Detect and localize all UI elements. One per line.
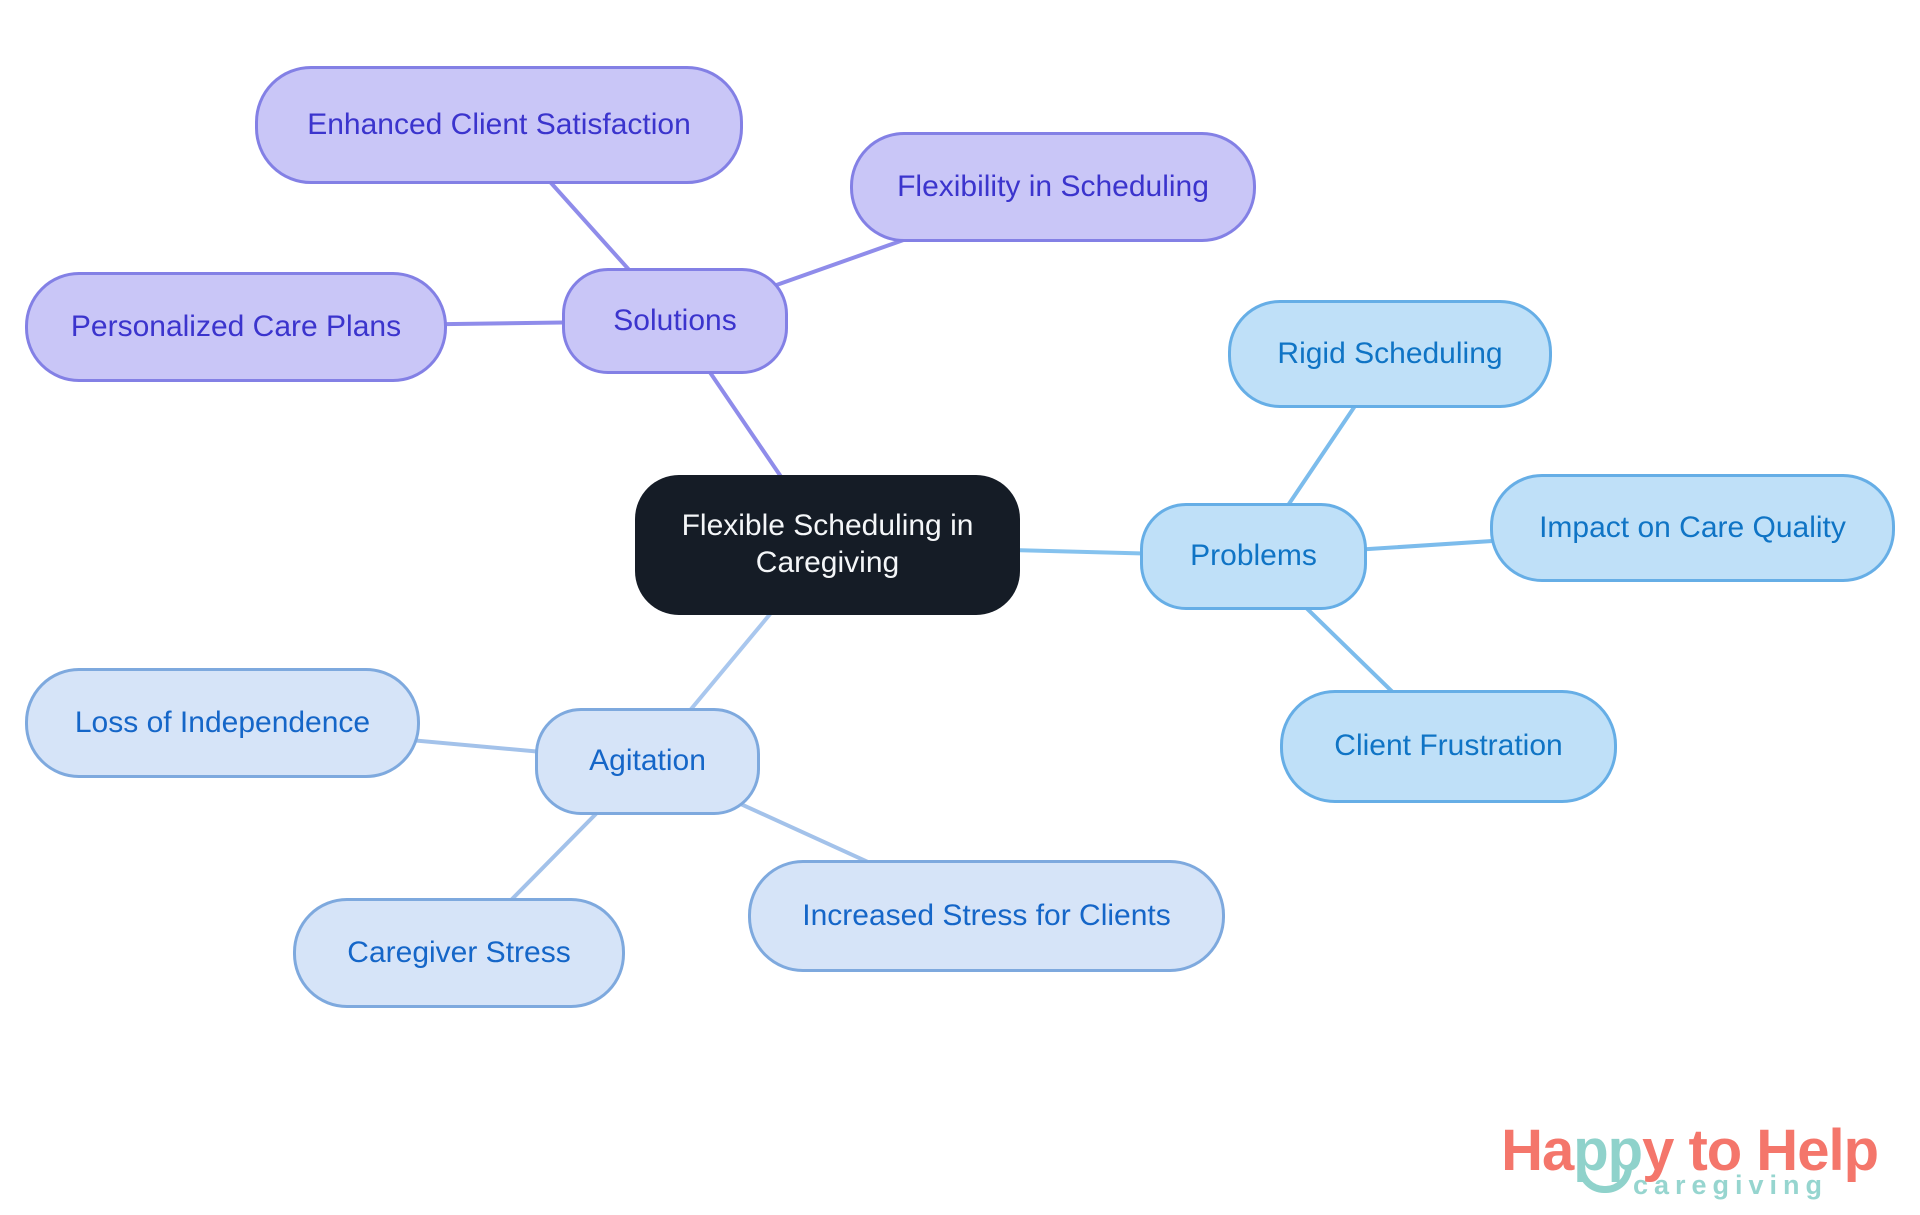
node-label: Increased Stress for Clients <box>802 898 1171 932</box>
node-label: Flexibility in Scheduling <box>897 169 1209 203</box>
mindmap-node-caregiver-stress[interactable]: Caregiver Stress <box>293 898 625 1008</box>
node-label: Loss of Independence <box>74 705 371 739</box>
node-label: Personalized Care Plans <box>70 309 402 343</box>
mindmap-node-central[interactable]: Flexible Scheduling in Caregiving <box>635 475 1020 615</box>
mindmap-node-personalized-care-plans[interactable]: Personalized Care Plans <box>25 272 447 382</box>
mindmap-node-rigid-scheduling[interactable]: Rigid Scheduling <box>1228 300 1552 408</box>
mindmap-node-flexibility-in-scheduling[interactable]: Flexibility in Scheduling <box>850 132 1256 242</box>
node-label: Problems <box>1190 539 1317 573</box>
node-label: Solutions <box>613 303 737 337</box>
mindmap-node-loss-of-independence[interactable]: Loss of Independence <box>25 668 420 778</box>
mindmap-node-impact-on-care-quality[interactable]: Impact on Care Quality <box>1490 474 1895 582</box>
mindmap-node-client-frustration[interactable]: Client Frustration <box>1280 690 1617 803</box>
mindmap-node-problems[interactable]: Problems <box>1140 503 1367 610</box>
mindmap-node-increased-stress-for-clients[interactable]: Increased Stress for Clients <box>748 860 1225 972</box>
node-label: Enhanced Client Satisfaction <box>307 107 691 141</box>
node-label: Flexible Scheduling in Caregiving <box>681 509 974 579</box>
logo-tagline: caregiving <box>1632 1170 1828 1200</box>
node-label: Caregiver Stress <box>347 935 571 969</box>
mindmap-node-agitation[interactable]: Agitation <box>535 708 760 815</box>
mindmap-node-enhanced-client-satisfaction[interactable]: Enhanced Client Satisfaction <box>255 66 743 184</box>
node-label: Rigid Scheduling <box>1277 336 1503 370</box>
node-label: Impact on Care Quality <box>1539 510 1846 544</box>
node-label: Client Frustration <box>1334 729 1563 763</box>
node-label: Agitation <box>589 744 706 778</box>
mindmap-node-solutions[interactable]: Solutions <box>562 268 788 374</box>
logo-word-end: y to Help <box>1642 1118 1879 1183</box>
logo-word-start: Ha <box>1501 1118 1574 1183</box>
